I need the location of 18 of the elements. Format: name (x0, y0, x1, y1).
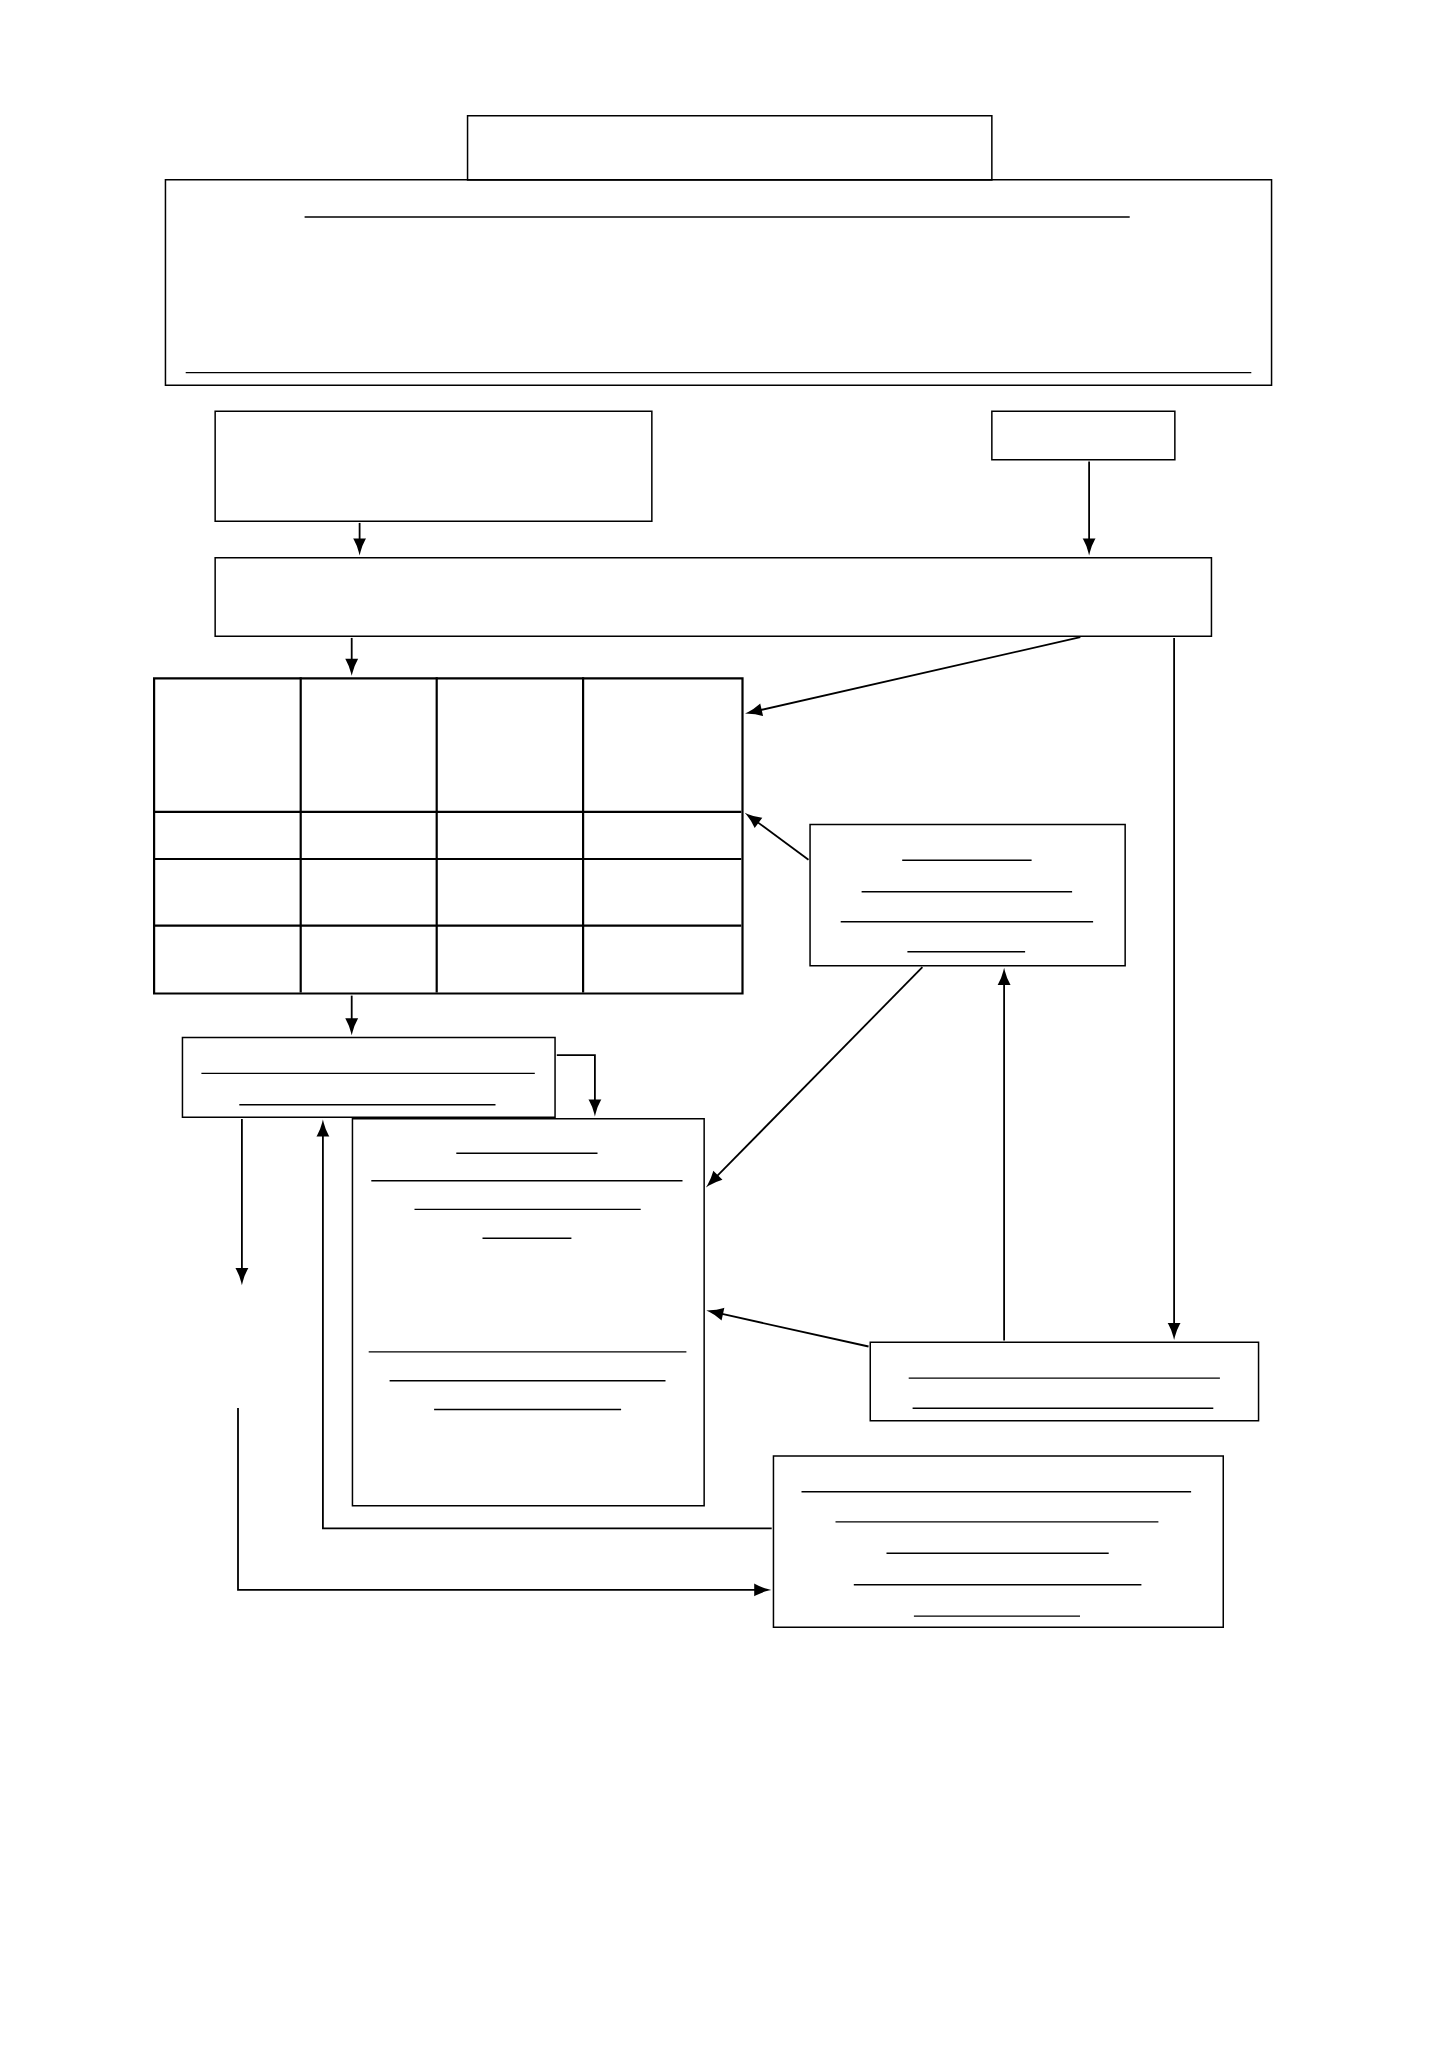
table-drawing (153, 677, 744, 995)
arrow (746, 814, 810, 861)
arrow (345, 637, 358, 674)
arrow (555, 1054, 601, 1114)
arrow (236, 1118, 248, 1283)
arrow (1168, 637, 1180, 1338)
arrow (317, 1122, 773, 1530)
process-box (991, 410, 1176, 461)
arrow (353, 522, 366, 553)
arrow (237, 1407, 769, 1596)
arrow (998, 970, 1010, 1342)
arrow (707, 966, 924, 1186)
process-box (214, 557, 1213, 637)
arrow (1083, 460, 1095, 553)
process-box (214, 410, 653, 522)
arrow (747, 636, 1082, 716)
arrow (345, 994, 358, 1033)
process-box (466, 115, 993, 181)
